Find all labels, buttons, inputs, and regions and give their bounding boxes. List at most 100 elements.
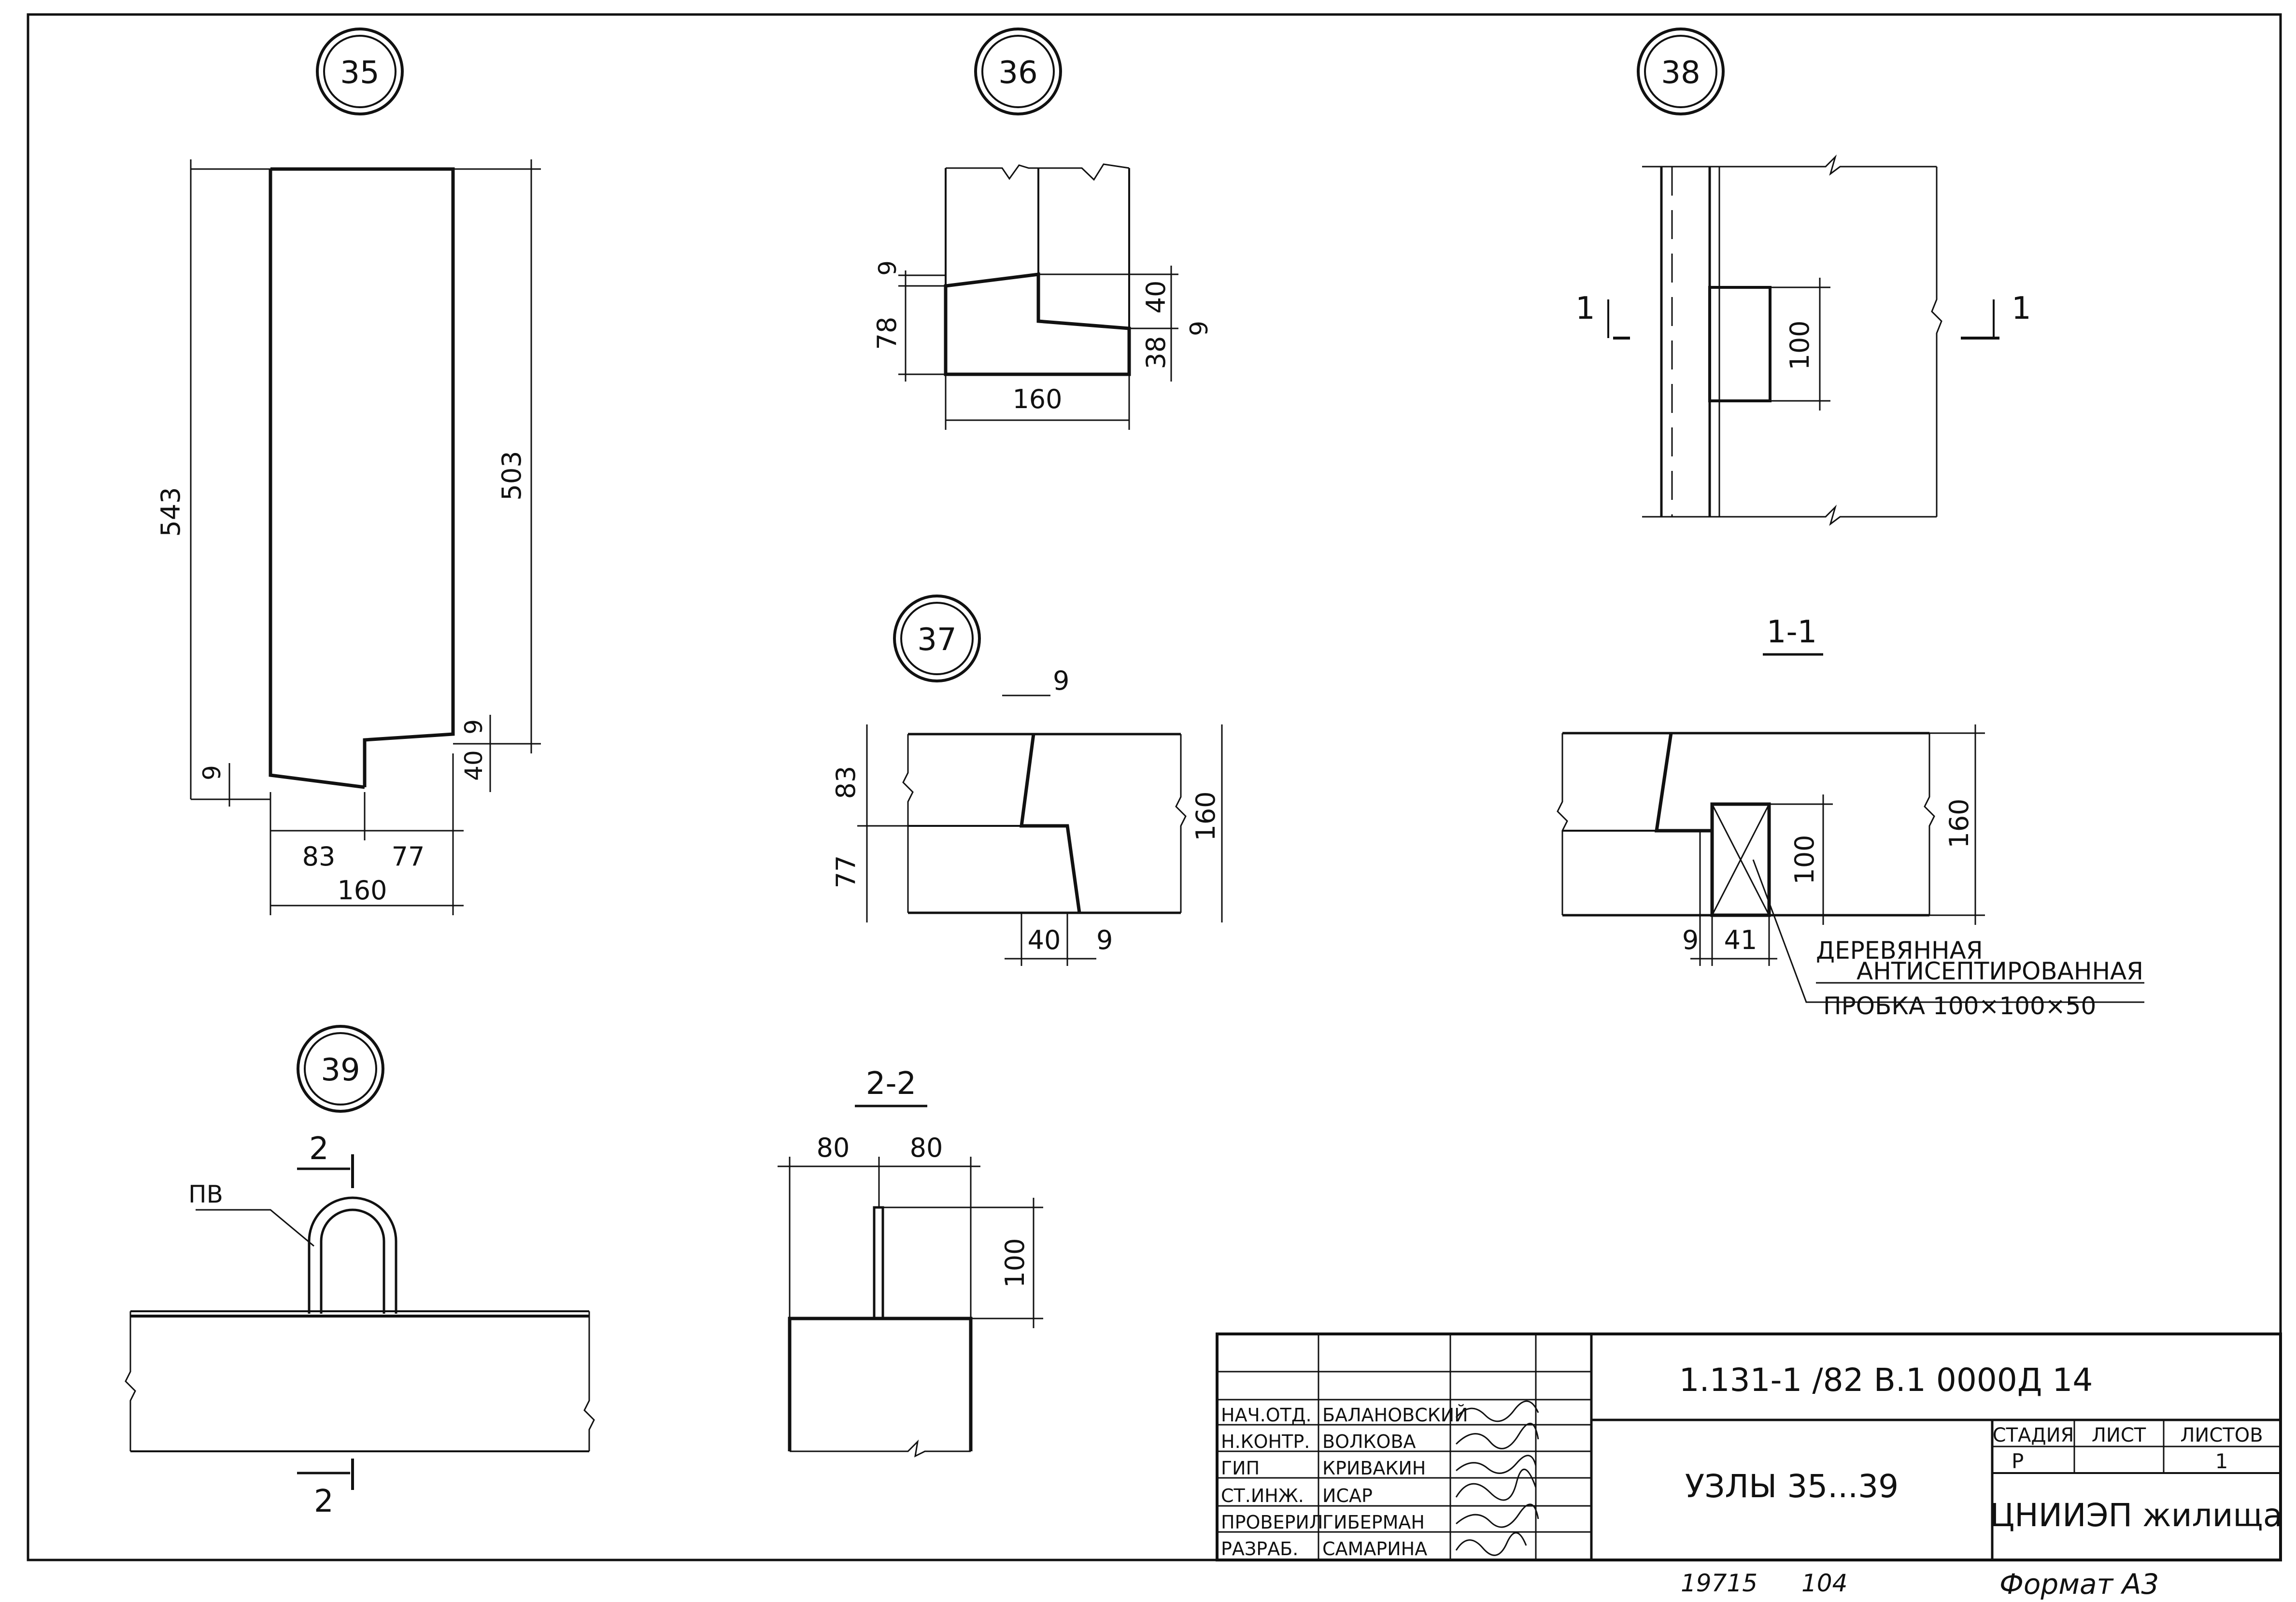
section-1-1-break-right	[1924, 733, 1935, 915]
title-block-role-2: Н.КОНТР.	[1221, 1431, 1310, 1452]
section-1-1-joint	[1654, 733, 1712, 833]
node-37-dim-9b-text: 9	[1096, 925, 1113, 955]
node-36-dim-160-text: 160	[1012, 384, 1062, 414]
section-1-1-note-line3: ПРОБКА 100×100×50	[1823, 992, 2096, 1020]
node-35-dim-160-text: 160	[337, 875, 387, 906]
node-39-pv-leader	[196, 1209, 314, 1247]
title-block-name-3: КРИВАКИН	[1322, 1458, 1426, 1479]
node-39-label: 39	[321, 1052, 360, 1088]
title-block-name-6: САМАРИНА	[1322, 1538, 1427, 1559]
node-39: 39 ПВ 2 2	[125, 1025, 595, 1519]
node-35-dim-83-text: 83	[302, 841, 336, 872]
title-block-role-5: ПРОВЕРИЛ	[1221, 1512, 1323, 1533]
node-35-ring-inner	[323, 35, 397, 108]
signature-4	[1455, 1468, 1537, 1501]
node-39-ring-inner	[304, 1032, 377, 1106]
section-2-2-outline	[788, 1317, 973, 1451]
title-block-sheet-head: ЛИСТ	[2092, 1424, 2146, 1446]
node-36-edges	[945, 168, 1130, 328]
node-36: 36 9 78 40 9 38 160	[872, 28, 1213, 430]
section-1-1-plug	[1710, 802, 1771, 917]
node-36-dim-9b-text: 9	[1185, 321, 1213, 336]
node-36-ring-inner	[981, 35, 1055, 108]
section-2-2-break	[790, 1439, 971, 1458]
title-block-name-4: ИСАР	[1322, 1485, 1373, 1506]
node-35-ring-outer	[316, 28, 404, 115]
node-37-break-right	[1175, 734, 1187, 913]
footer-page: 104	[1801, 1569, 1847, 1597]
title-block-stage-head: СТАДИЯ	[1993, 1424, 2074, 1446]
node-39-loop-outer	[308, 1196, 397, 1314]
title-block-sheets-value: 1	[2215, 1449, 2228, 1473]
sheet-frame	[27, 13, 2282, 1561]
node-39-loop-inner	[320, 1208, 385, 1314]
section-2-2-dim-80b-text: 80	[910, 1133, 943, 1163]
node-38-plug	[1708, 286, 1772, 402]
node-35-dim-40-text: 40	[460, 750, 488, 781]
signature-6	[1455, 1532, 1527, 1556]
node-38-dim-100-text: 100	[1785, 320, 1815, 370]
title-block-sheets-head: ЛИСТОВ	[2180, 1424, 2263, 1446]
section-2-2: 2-2 80 80 100	[778, 1066, 1043, 1458]
signature-marks	[1455, 1400, 1539, 1556]
node-35: 35 543 503 9 9 40 83 77 160	[156, 28, 541, 915]
node-36-break	[946, 163, 1130, 181]
node-37-break-left	[902, 734, 914, 913]
node-36-label: 36	[998, 55, 1037, 91]
node-37-joint	[1020, 734, 1081, 913]
node-37-dim-40-text: 40	[1028, 925, 1061, 955]
node-38-break-right	[1931, 167, 1942, 517]
node-35-dim-503-text: 503	[496, 451, 527, 500]
node-38-ring-outer	[1637, 28, 1725, 115]
node-36-dim-38-text: 38	[1141, 336, 1171, 369]
node-35-dim-77-text: 77	[392, 841, 425, 872]
node-39-ring-outer	[297, 1025, 384, 1113]
node-38: 38 100 1 1	[1575, 28, 2031, 526]
node-37-ring-outer	[893, 595, 981, 682]
node-39-cut-top-label: 2	[309, 1131, 329, 1167]
section-1-1-break-left	[1557, 733, 1568, 915]
node-38-cut-left-label: 1	[1575, 291, 1595, 326]
title-block-role-6: РАЗРАБ.	[1221, 1538, 1298, 1559]
title-block-role-3: ГИП	[1221, 1458, 1260, 1479]
title-block: 1.131-1 /82 В.1 0000Д 14 УЗЛЫ 35...39 СТ…	[1216, 1333, 2282, 1561]
node-38-break-bottom	[1642, 504, 1937, 526]
signature-1	[1455, 1400, 1539, 1422]
node-39-cut-bottom-label: 2	[314, 1484, 334, 1519]
node-37-label: 37	[917, 622, 956, 658]
title-block-role-4: СТ.ИНЖ.	[1221, 1485, 1304, 1506]
node-38-break-top	[1642, 154, 1937, 176]
footer-format: Формат А3	[1999, 1568, 2159, 1601]
node-35-outline	[269, 167, 455, 789]
section-1-1-note-line2: АНТИСЕПТИРОВАННАЯ	[1857, 957, 2143, 985]
section-2-2-dim-100-text: 100	[1000, 1238, 1030, 1288]
section-1-1-dim-41-text: 41	[1724, 925, 1757, 955]
title-block-name-1: БАЛАНОВСКИЙ	[1322, 1404, 1468, 1426]
node-39-faces	[130, 1310, 589, 1452]
section-2-2-bar	[873, 1206, 884, 1320]
title-block-stage-value: Р	[2012, 1449, 2024, 1473]
node-39-break-right	[583, 1311, 595, 1451]
title-block-role-1: НАЧ.ОТД.	[1221, 1404, 1312, 1426]
section-1-1-dim-100-text: 100	[1789, 835, 1820, 884]
title-block-code: 1.131-1 /82 В.1 0000Д 14	[1679, 1361, 2093, 1399]
section-1-1-dim-9-text: 9	[1682, 925, 1699, 955]
node-38-label: 38	[1661, 55, 1700, 91]
section-1-1-title: 1-1	[1767, 614, 1817, 650]
title-block-name-2: ВОЛКОВА	[1322, 1431, 1416, 1452]
node-37: 37 9 83 77 160 40 9	[831, 595, 1223, 966]
node-37-dim-160-text: 160	[1191, 791, 1221, 841]
section-1-1-plug-x2	[1711, 804, 1770, 916]
node-36-dim-40-text: 40	[1141, 281, 1171, 314]
node-35-label: 35	[340, 55, 379, 91]
title-block-title: УЗЛЫ 35...39	[1685, 1468, 1899, 1505]
node-37-dim-83-text: 83	[831, 766, 861, 799]
node-37-faces	[908, 733, 1181, 914]
section-1-1-dim-160-text: 160	[1944, 798, 1974, 848]
section-1-1-faces	[1562, 732, 1929, 917]
node-35-dim-9a-text: 9	[198, 765, 226, 780]
title-block-name-5: ГИБЕРМАН	[1322, 1512, 1425, 1533]
node-37-dim-9top-text: 9	[1053, 666, 1069, 696]
signature-5	[1456, 1503, 1539, 1528]
